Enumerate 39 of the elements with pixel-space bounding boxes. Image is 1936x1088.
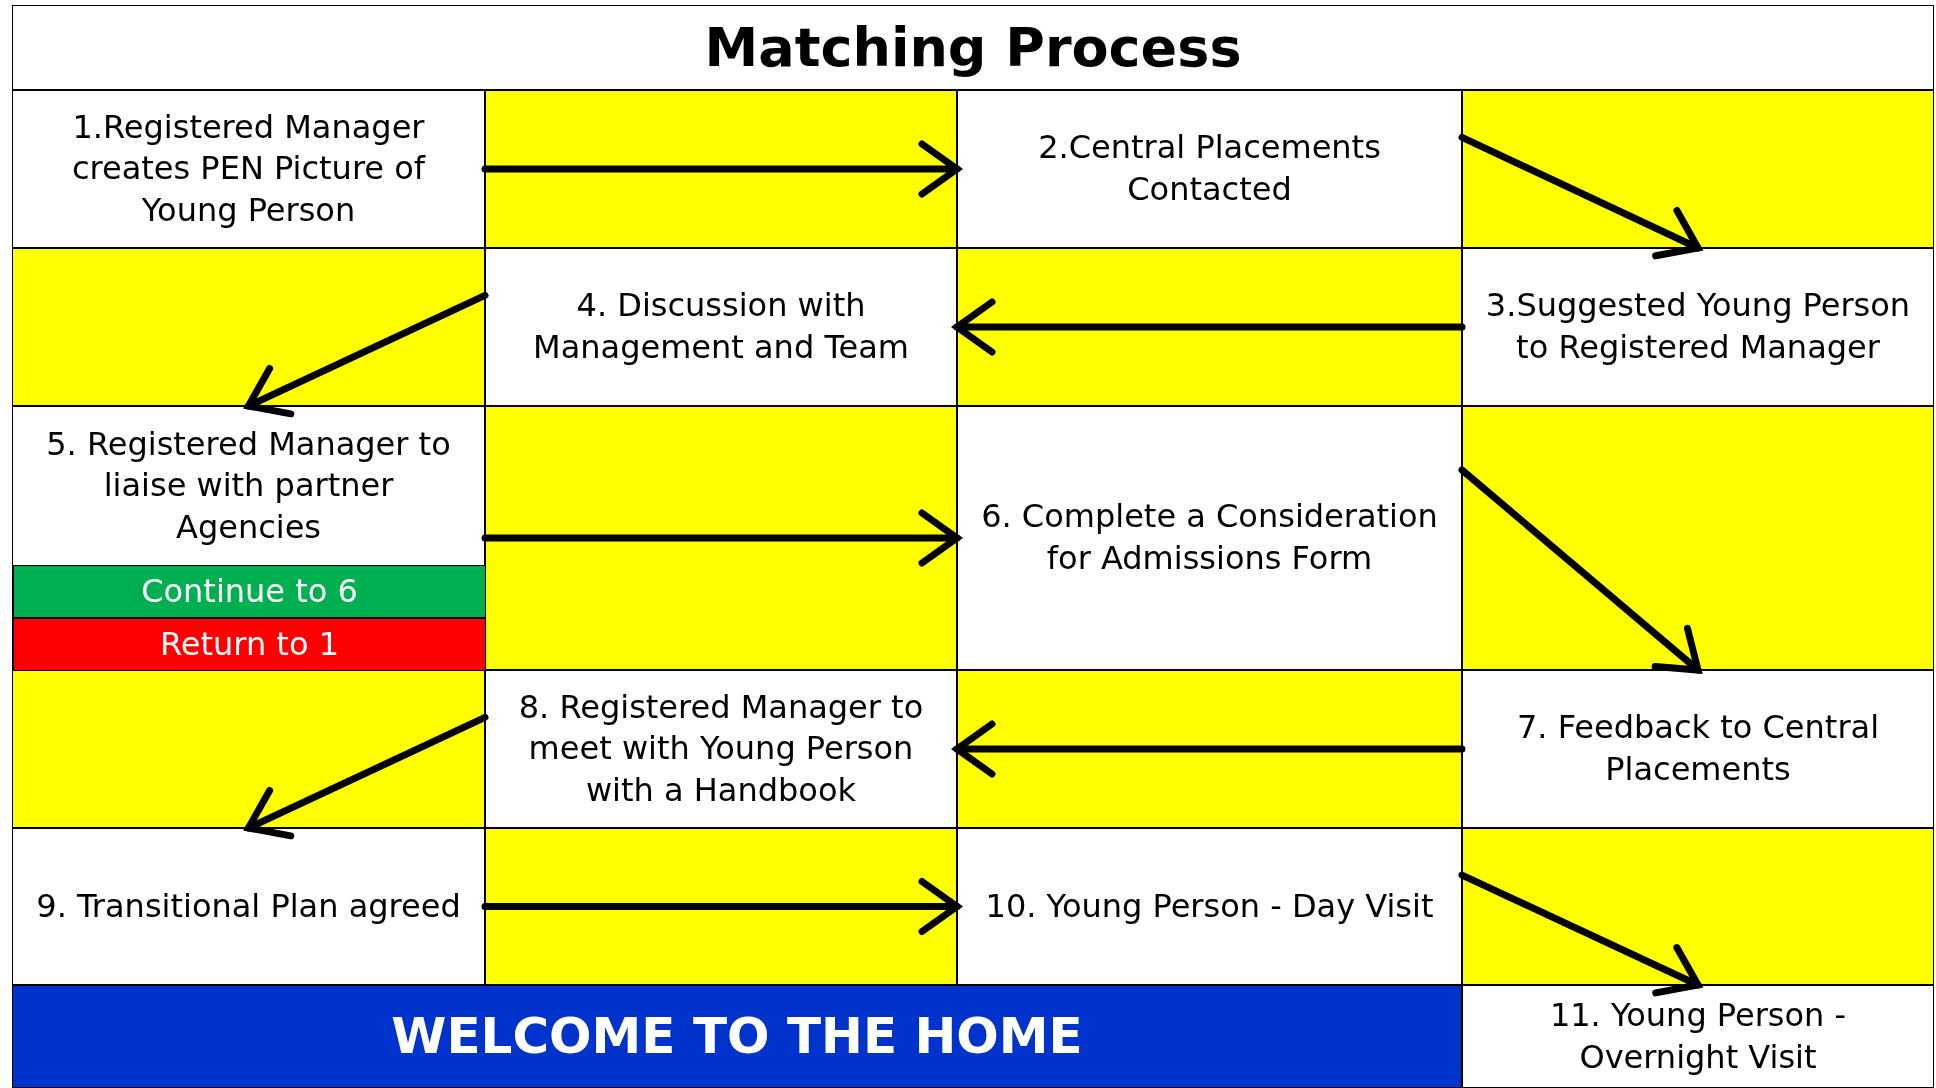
process-box <box>1462 670 1934 828</box>
step-text: 10. Young Person - Day Visit <box>984 885 1435 927</box>
arrow <box>953 298 1466 356</box>
process-box <box>485 670 957 828</box>
step-text: 11. Young Person - Overnight Visit <box>1548 994 1848 1078</box>
arrow <box>245 713 489 840</box>
process-box <box>12 985 1462 1088</box>
step-text: 6. Complete a Consideration for Admissions Form <box>980 496 1439 579</box>
step-text: 3.Suggested Young Person to Registered Manager <box>1484 285 1912 368</box>
process-box <box>1462 985 1934 1088</box>
step-text: Continue to 6 <box>140 570 359 612</box>
step-text: 5. Registered Manager to liaise with partner Agencies <box>45 423 452 548</box>
arrow <box>481 509 961 567</box>
arrow <box>953 720 1466 778</box>
step-text: 2.Central Placements Contacted <box>1037 127 1382 210</box>
process-box <box>13 618 486 671</box>
arrow <box>1458 466 1702 674</box>
process-box <box>12 90 485 248</box>
step-text: 4. Discussion with Management and Team <box>532 285 910 368</box>
arrow <box>481 878 961 935</box>
process-box <box>957 90 1462 248</box>
step-text: 9. Transitional Plan agreed <box>35 885 462 927</box>
step-text: 8. Registered Manager to meet with Young Person with a Handbook <box>517 686 925 811</box>
process-box <box>12 406 485 670</box>
process-box <box>957 406 1462 670</box>
step-text: Return to 1 <box>159 623 340 665</box>
title: Matching Process <box>704 16 1242 79</box>
process-box <box>957 828 1462 985</box>
step-text: 1.Registered Manager creates PEN Picture of Young Person <box>70 106 427 231</box>
arrow <box>1458 871 1702 997</box>
process-box <box>1462 248 1934 406</box>
arrow <box>1458 133 1702 260</box>
step-text: 7. Feedback to Central Placements <box>1515 707 1881 790</box>
step-text: WELCOME TO THE HOME <box>390 1006 1084 1067</box>
process-box <box>13 565 486 618</box>
process-box <box>12 828 485 985</box>
arrow <box>481 140 961 198</box>
process-box <box>485 248 957 406</box>
arrow <box>245 291 489 418</box>
